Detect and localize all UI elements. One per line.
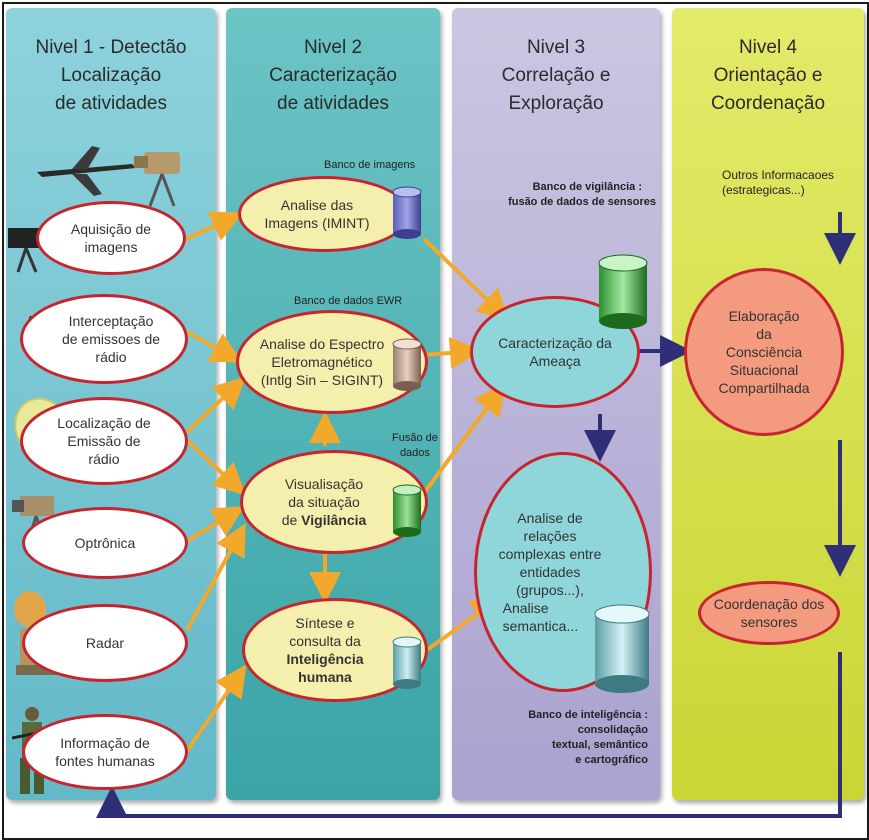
node-text: Situacional [729, 362, 799, 378]
level-3-title-line: Nivel 3 [526, 37, 586, 58]
database-humana-icon [392, 636, 422, 689]
node-text-bold: humana [298, 669, 352, 685]
label-line: textual, semântico [552, 739, 648, 751]
node-text: Caracterização da [498, 335, 612, 351]
node-text: Informação de [60, 735, 150, 751]
node-text: Analise do Espectro [259, 336, 385, 352]
label-line: Banco de vigilância : [532, 181, 642, 193]
label-line: e cartográfico [575, 754, 648, 766]
node-caracterizacao-ameaca: Caracterização da Ameaça [470, 296, 640, 408]
node-optronica: Optrônica [22, 507, 188, 579]
node-text-bold: Vigilância [301, 512, 367, 528]
node-text: Elaboração [728, 308, 800, 324]
database-imagens-icon [392, 186, 422, 239]
node-text: de emissoes de [61, 331, 161, 347]
node-text: Visualisação [284, 476, 364, 492]
level-3-title: Nivel 3 Correlação e Exploração [452, 34, 660, 118]
level-1-title: Nivel 1 - Detectão Localização de ativid… [6, 34, 216, 118]
node-text: da [756, 326, 772, 342]
node-text: Síntese e [295, 615, 355, 631]
database-inteligencia-icon [594, 604, 650, 693]
level-2-title: Nivel 2 Caracterização de atividades [226, 34, 440, 118]
node-text: fontes humanas [55, 753, 155, 769]
node-visualisacao-vigilancia: Visualisação da situação de Vigilância [240, 450, 428, 554]
node-coordenacao-sensores: Coordenação dos sensores [698, 581, 840, 645]
level-3-title-line: Correlação e [501, 65, 611, 86]
node-radar: Radar [22, 604, 188, 682]
label-fusao-line: dados [399, 447, 430, 459]
database-vigilancia-icon [598, 254, 648, 329]
node-text: Imagens (IMINT) [264, 215, 370, 231]
node-text: rádio [95, 349, 127, 365]
node-text: sensores [740, 614, 798, 630]
label-line: (estrategicas...) [722, 183, 805, 197]
label-line: fusão de dados de sensores [508, 196, 656, 208]
node-text: Radar [85, 635, 125, 651]
node-text: rádio [88, 451, 120, 467]
node-text: Consciência [725, 344, 803, 360]
node-text: Emissão de [67, 433, 141, 449]
level-1-title-line: de atividades [55, 93, 167, 114]
node-text: Ameaça [529, 353, 581, 369]
node-text: Analise de [517, 510, 583, 526]
node-text: (Intlg Sin – SIGINT) [260, 372, 384, 388]
level-1-title-line: Nivel 1 - Detectão [35, 37, 187, 58]
uav-drone-icon [37, 146, 136, 196]
node-text: da situação [288, 494, 360, 510]
level-2-title-line: Caracterização [269, 65, 397, 86]
node-text: complexas entre [498, 546, 602, 562]
node-text: Analise [502, 600, 549, 616]
label-fusao-line: Fusão de [392, 432, 438, 444]
camera-icon [8, 228, 42, 273]
level-4-title-line: Orientação e [713, 65, 823, 86]
label-outros-informacoes: Outros Informacaoes (estrategicas...) [722, 168, 834, 198]
level-4-title: Nivel 4 Orientação e Coordenação [672, 34, 864, 118]
node-text: semantica... [502, 618, 579, 634]
label-line: consolidação [577, 724, 648, 736]
node-aquisicao-imagens: Aquisição de imagens [36, 201, 186, 275]
label-banco-inteligencia: Banco de inteligência : consolidação tex… [486, 708, 648, 768]
node-text: (grupos...), [516, 582, 584, 598]
node-text: Optrônica [74, 535, 136, 551]
label-banco-imagens: Banco de imagens [324, 159, 416, 171]
node-text: Aquisição de [70, 221, 152, 237]
level-2-title-line: Nivel 2 [303, 37, 363, 58]
node-text-bold: Inteligência [286, 651, 364, 667]
label-line: Outros Informacaoes [722, 168, 835, 182]
node-text-prefix: de [281, 512, 302, 528]
label-fusao-dados: Fusão de dados [392, 431, 438, 461]
node-text: Compartilhada [718, 380, 810, 396]
node-text: Eletromagnético [271, 354, 373, 370]
level-1-title-line: Localização [60, 65, 162, 86]
node-text: relações [523, 528, 577, 544]
label-line: Banco de inteligência : [528, 709, 648, 721]
node-text: Analise das [280, 197, 354, 213]
database-ewr-icon [392, 338, 422, 391]
node-text: Coordenação dos [713, 596, 825, 612]
node-text: imagens [84, 239, 138, 255]
node-informacao-fontes-humanas: Informação de fontes humanas [22, 714, 188, 790]
node-text: entidades [519, 564, 581, 580]
level-4-title-line: Nivel 4 [738, 37, 798, 58]
node-elaboracao-consciencia: Elaboração da Consciência Situacional Co… [684, 268, 844, 436]
database-fusao-icon [392, 484, 422, 537]
node-localizacao-emissao: Localização de Emissão de rádio [20, 397, 188, 485]
label-banco-vigilancia: Banco de vigilância : fusão de dados de … [490, 180, 660, 210]
level-2-title-line: de atividades [277, 93, 389, 114]
node-text: de Vigilância [282, 511, 367, 529]
node-text: Interceptação [68, 313, 154, 329]
node-analise-espectro-sigint: Analise do Espectro Eletromagnético (Int… [236, 310, 428, 414]
level-4-title-line: Coordenação [710, 93, 826, 114]
node-analise-imagens-imint: Analise das Imagens (IMINT) [238, 176, 410, 252]
node-text: Localização de [57, 415, 151, 431]
node-text: consulta da [289, 633, 361, 649]
label-banco-ewr: Banco de dados EWR [294, 295, 403, 307]
node-interceptacao-radio: Interceptação de emissoes de rádio [20, 294, 188, 384]
level-3-title-line: Exploração [508, 93, 604, 114]
camera-tripod-icon [134, 152, 180, 207]
